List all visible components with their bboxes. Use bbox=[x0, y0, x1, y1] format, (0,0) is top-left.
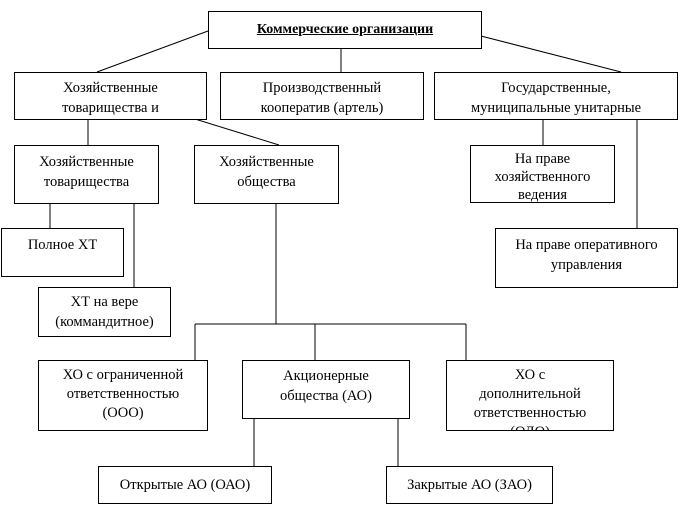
node-label-line2: хозяйственного bbox=[494, 169, 591, 185]
node-label-line2: муниципальные унитарные bbox=[470, 100, 642, 116]
node-label-line1: ХТ на вере bbox=[70, 294, 139, 310]
node-label-line2: товарищества bbox=[43, 174, 130, 190]
node-label-line2: управления bbox=[550, 257, 623, 273]
node-economic-partnerships: Хозяйственные товарищества bbox=[14, 145, 159, 204]
node-economic-management-right: На праве хозяйственного ведения bbox=[470, 145, 615, 203]
node-closed-jsc: Закрытые АО (ЗАО) bbox=[386, 466, 553, 504]
node-label-line1: ХО с ограниченной bbox=[62, 367, 184, 383]
node-label-line2: (коммандитное) bbox=[55, 314, 154, 330]
node-label-line2: дополнительной bbox=[479, 386, 581, 402]
node-label: Закрытые АО (ЗАО) bbox=[407, 477, 532, 493]
node-label-line1: Государственные, bbox=[501, 80, 611, 96]
node-label-line1: Хозяйственные bbox=[39, 154, 134, 170]
node-label-line2: кооператив (артель) bbox=[260, 100, 384, 116]
node-joint-stock-companies: Акционерные общества (АО) bbox=[242, 360, 410, 419]
node-label-line1: На праве оперативного bbox=[515, 237, 658, 253]
node-label-line2: общества (АО) bbox=[280, 388, 372, 404]
node-full-partnership: Полное ХТ bbox=[1, 228, 124, 277]
node-economic-partnerships-and: Хозяйственные товарищества и bbox=[14, 72, 207, 120]
node-label-line3: (ООО) bbox=[102, 405, 144, 421]
node-limited-partnership: ХТ на вере (коммандитное) bbox=[38, 287, 171, 337]
node-label-line1: Акционерные bbox=[283, 368, 369, 384]
node-state-municipal-unitary: Государственные, муниципальные унитарные bbox=[434, 72, 678, 120]
node-label-line1: На праве bbox=[514, 151, 571, 167]
node-label: Полное ХТ bbox=[27, 237, 98, 253]
node-production-cooperative: Производственный кооператив (артель) bbox=[220, 72, 424, 120]
node-label-line4: (ОДО) bbox=[510, 423, 550, 430]
node-label-line1: ХО с bbox=[514, 367, 546, 383]
node-operational-management-right: На праве оперативного управления bbox=[495, 228, 678, 288]
node-llc: ХО с ограниченной ответственностью (ООО) bbox=[38, 360, 208, 431]
node-label-line1: Производственный bbox=[262, 80, 382, 96]
node-label-line1: Хозяйственные bbox=[63, 80, 158, 96]
node-label-line1: Хозяйственные bbox=[219, 154, 314, 170]
node-label-line2: общества bbox=[237, 174, 296, 190]
connector-root-left bbox=[96, 30, 209, 73]
node-open-jsc: Открытые АО (ОАО) bbox=[98, 466, 272, 504]
node-additional-liability-company: ХО с дополнительной ответственностью (ОД… bbox=[446, 360, 614, 431]
connector-l1-societies bbox=[194, 118, 280, 146]
node-label-line2: товарищества и bbox=[62, 100, 159, 116]
connector-root-right bbox=[480, 35, 622, 73]
node-label: Открытые АО (ОАО) bbox=[119, 477, 251, 493]
node-label-line2: ответственностью bbox=[66, 386, 180, 402]
node-commercial-organizations: Коммерческие организации bbox=[208, 11, 482, 49]
node-label-line3: ведения bbox=[517, 187, 567, 203]
node-label-line3: ответственностью bbox=[473, 405, 587, 421]
node-label: Коммерческие организации bbox=[256, 22, 434, 37]
node-economic-societies: Хозяйственные общества bbox=[194, 145, 339, 204]
